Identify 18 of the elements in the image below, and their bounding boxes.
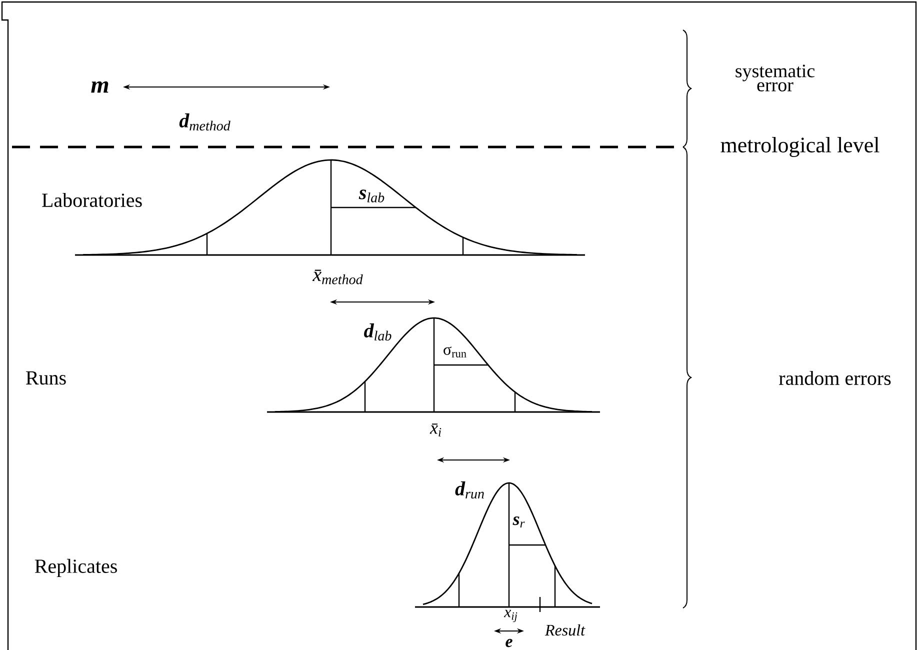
symbol-label: d$_{run}$: [455, 481, 484, 499]
level-label: Runs: [26, 371, 66, 385]
error-label: systematic error: [736, 64, 815, 92]
level-label: metrological level: [720, 137, 880, 157]
result-label: Result: [544, 624, 586, 636]
level-label: Replicates: [34, 558, 117, 578]
symbol-label: m: [91, 81, 108, 93]
symbol-label: d$_{lab}$: [364, 323, 392, 341]
symbol-label: d$_{method}$: [179, 113, 230, 131]
symbol-label: x̄$_{method}$: [312, 270, 363, 284]
symbol-label: x$_{ij}$: [504, 610, 518, 622]
symbol-label: e: [506, 638, 512, 648]
symbol-label: σ$_{run}$: [444, 346, 466, 358]
error-label: random errors: [779, 370, 891, 386]
symbol-label: x̄$_{i}$: [430, 424, 442, 436]
symbol-label: s$_{lab}$: [358, 190, 384, 202]
level-label: Laboratories: [42, 192, 142, 208]
symbol-label: s$_{r}$: [512, 516, 525, 528]
